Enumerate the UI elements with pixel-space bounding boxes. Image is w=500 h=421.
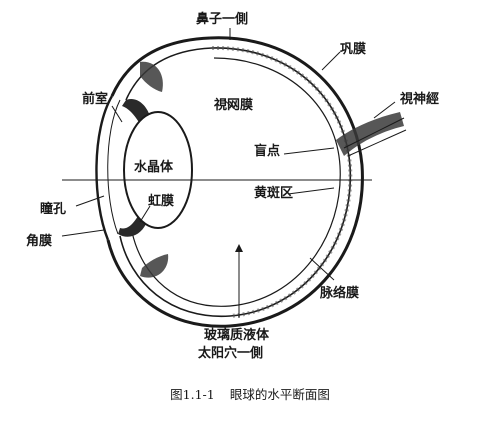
label-iris: 虹膜: [148, 194, 175, 209]
optic-nerve-shape: [336, 112, 404, 156]
caption-title: 眼球的水平断面图: [229, 387, 330, 402]
label-nasal-side: 鼻子一側: [196, 12, 249, 27]
label-blind-spot: 盲点: [254, 144, 281, 159]
retina-line: [131, 57, 341, 307]
label-pupil: 瞳孔: [40, 202, 67, 217]
leader-cornea: [61, 229, 105, 237]
label-choroid: 脉络膜: [320, 286, 360, 301]
leader-sclera: [321, 51, 341, 71]
arrow-vitreous: [235, 244, 243, 252]
caption-number: 图1.1-1: [170, 387, 215, 402]
ciliary-lower: [140, 254, 169, 278]
sclera-outer: [106, 36, 364, 328]
sclera-upper-front: [110, 36, 211, 97]
label-vitreous: 玻璃质液体: [204, 328, 270, 343]
ciliary-upper: [140, 61, 163, 92]
leader-macula: [287, 187, 335, 195]
optic-nerve-lines: [343, 117, 407, 157]
lens-shape: [123, 111, 193, 229]
leader-choroid: [309, 257, 335, 281]
leader-optic: [373, 101, 396, 119]
label-cornea: 角膜: [26, 234, 53, 249]
choroid-layer: [211, 45, 353, 318]
leader-blindspot: [283, 147, 335, 155]
label-lens: 水晶体: [134, 160, 174, 175]
leader-iris: [139, 205, 151, 223]
iris-lower: [118, 216, 146, 237]
label-macula: 黄斑区: [254, 186, 294, 201]
label-retina: 視网膜: [214, 98, 254, 113]
label-optic-nerve: 視神經: [400, 92, 440, 107]
label-temporal-side: 太阳穴一側: [198, 346, 264, 361]
label-anterior-chamber: 前室: [82, 92, 109, 107]
leader-pupil: [75, 195, 105, 207]
figure-caption: 图1.1-1 眼球的水平断面图: [0, 384, 500, 403]
leader-anterior: [111, 105, 123, 123]
sclera-upper-inner: [125, 47, 213, 101]
label-sclera: 巩膜: [340, 42, 367, 57]
leader-retina: [223, 99, 237, 111]
cornea-curve: [95, 95, 114, 241]
cornea-inner: [107, 99, 121, 235]
